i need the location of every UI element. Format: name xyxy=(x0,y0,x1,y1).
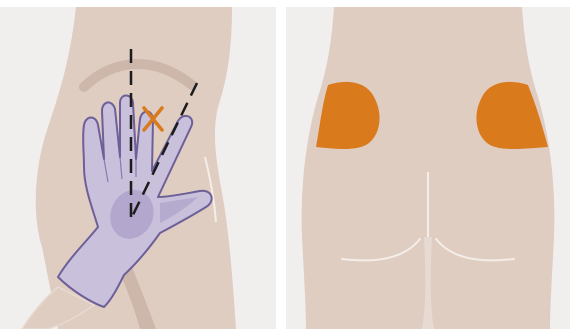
ventrogluteal-site-panel xyxy=(0,7,276,329)
dorsogluteal-site-illustration xyxy=(286,7,570,329)
ventrogluteal-site-illustration xyxy=(0,7,276,329)
dorsogluteal-site-panel xyxy=(286,7,570,329)
